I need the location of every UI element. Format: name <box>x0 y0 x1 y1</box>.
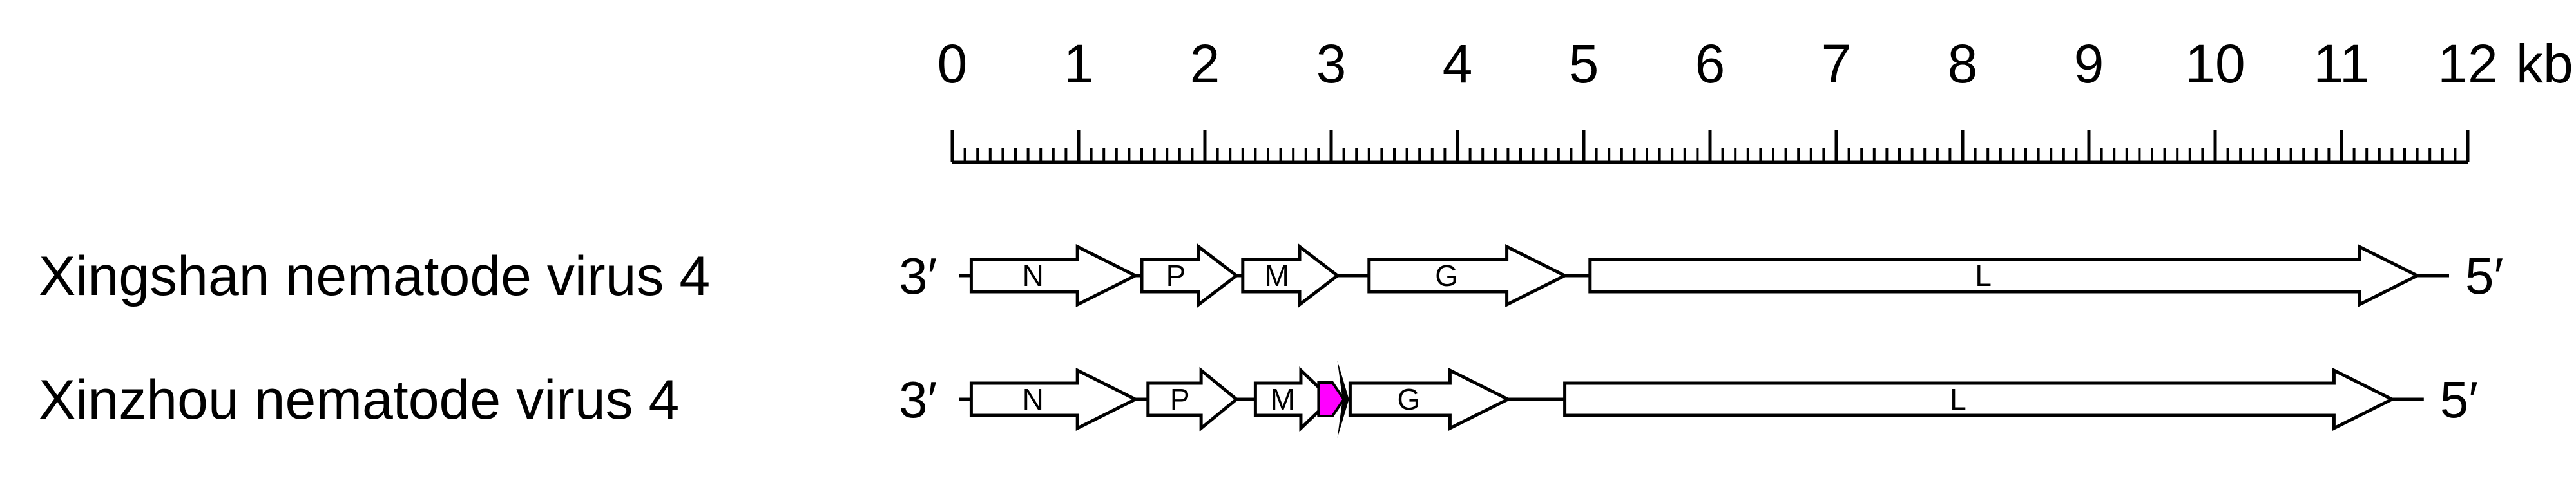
gene-arrow-g <box>1348 367 1512 431</box>
genome-3-prime-label: 3′ <box>899 371 937 428</box>
gene-arrow-n <box>969 243 1139 308</box>
gene-label: M <box>1265 259 1289 292</box>
genome-track: Xinzhou nematode virus 4 3′ 5′ N P M G L <box>39 361 2478 438</box>
genome-name: Xinzhou nematode virus 4 <box>39 369 679 431</box>
gene-label: P <box>1166 259 1186 292</box>
gene-label: G <box>1435 259 1458 292</box>
gene-label: M <box>1271 383 1295 416</box>
gene-arrow-m <box>1253 366 1334 432</box>
gene-arrow-n <box>969 367 1139 431</box>
gene-arrow-p <box>1146 366 1239 432</box>
gene-arrow-g <box>1367 243 1569 308</box>
extra-orf-arrow <box>1317 381 1346 417</box>
gene-label: G <box>1398 383 1421 416</box>
extra-orf-tip <box>1337 361 1349 438</box>
scale-tick-label: 3 <box>1316 33 1347 94</box>
genome-5-prime-label: 5′ <box>2465 247 2504 305</box>
gene-label: L <box>1975 259 1992 292</box>
scale-tick-label: 0 <box>937 33 968 94</box>
genome-3-prime-label: 3′ <box>899 247 937 305</box>
scale-tick-label: 12 <box>2437 33 2497 94</box>
scale-tick-label: 1 <box>1064 33 1094 94</box>
gene-arrow-l <box>1563 367 2396 431</box>
genome-5-prime-label: 5′ <box>2440 371 2479 428</box>
genome-name: Xingshan nematode virus 4 <box>39 245 710 307</box>
scale-tick-label: 5 <box>1569 33 1599 94</box>
gene-label: N <box>1023 383 1044 416</box>
scale-tick-label: 7 <box>1821 33 1852 94</box>
scale-tick-label: 4 <box>1443 33 1473 94</box>
scale-tick-label: 10 <box>2185 33 2245 94</box>
gene-label: N <box>1023 259 1044 292</box>
gene-label: P <box>1170 383 1190 416</box>
gene-arrow-p <box>1140 243 1240 308</box>
scale-tick-label: 2 <box>1190 33 1220 94</box>
gene-arrow-m <box>1241 243 1340 308</box>
scale-tick-label: 6 <box>1695 33 1725 94</box>
gene-arrow-l <box>1588 243 2421 308</box>
scale-tick-label: 8 <box>1948 33 1978 94</box>
gene-label: L <box>1950 383 1966 416</box>
scale-unit-label: kb <box>2516 33 2573 94</box>
scale-tick-label: 11 <box>2313 33 2369 94</box>
scale-tick-label: 9 <box>2074 33 2104 94</box>
genome-track: Xingshan nematode virus 4 3′ 5′ N P M G L <box>39 243 2504 308</box>
